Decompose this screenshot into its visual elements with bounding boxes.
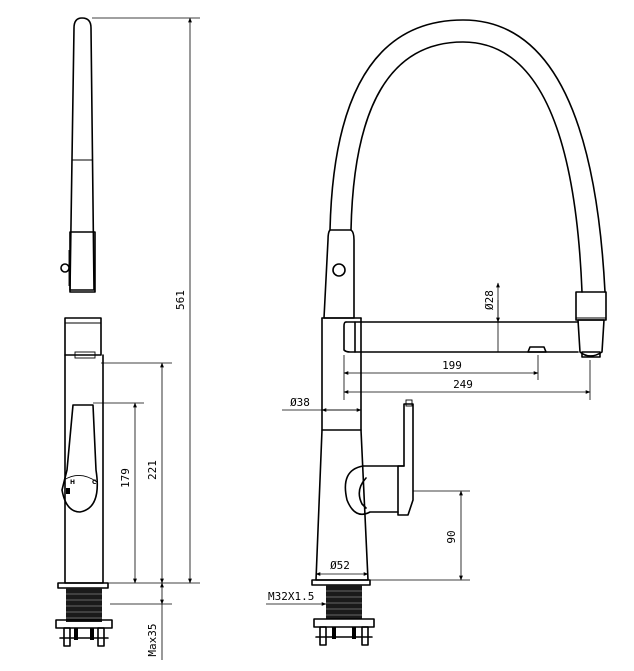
side-mount-thread [66,588,102,622]
dim-reach-199: 199 [442,359,462,372]
front-handle [344,465,399,516]
dim-body-dia: Ø38 [290,396,310,409]
side-dimensions: 561 221 179 Max35 [92,17,200,660]
dim-overall-height: 561 [174,290,187,310]
front-dimensions: Ø28 199 249 Ø38 90 Ø52 M32X1.5 [266,282,591,606]
front-base [311,579,371,586]
front-lever [397,403,414,516]
side-mount-clamp [55,619,113,629]
front-spray-button [332,263,346,277]
side-spray-button [60,263,70,273]
side-handle [61,404,99,513]
dim-hose-dia: Ø28 [483,290,496,310]
dim-handle-clearance: 90 [445,530,458,543]
side-body [64,354,104,584]
dim-handle-height-221: 221 [146,460,159,480]
front-aerator [527,346,547,353]
front-body-lower [315,429,369,581]
dim-max-thickness: Max35 [146,623,159,656]
dim-thread: M32X1.5 [268,590,314,603]
dim-reach-249: 249 [453,378,473,391]
front-mount-clamp [313,618,375,628]
dim-handle-height-179: 179 [119,468,132,488]
side-view: H C [55,17,113,647]
dim-base-dia: Ø52 [330,559,350,572]
side-collar [64,317,102,356]
side-spray-head [69,231,96,293]
side-base [57,582,109,589]
side-indicator-icon [66,488,70,494]
front-mount-thread [326,585,362,619]
front-view [311,19,607,646]
front-spout-nozzle [575,291,607,321]
front-spray-head [323,229,355,319]
front-spout-arm [343,321,579,353]
side-handle-hot-label: H [70,479,75,486]
side-spout-tube [69,17,95,291]
front-arched-hose [329,19,606,293]
side-handle-cold-label: C [92,479,97,486]
